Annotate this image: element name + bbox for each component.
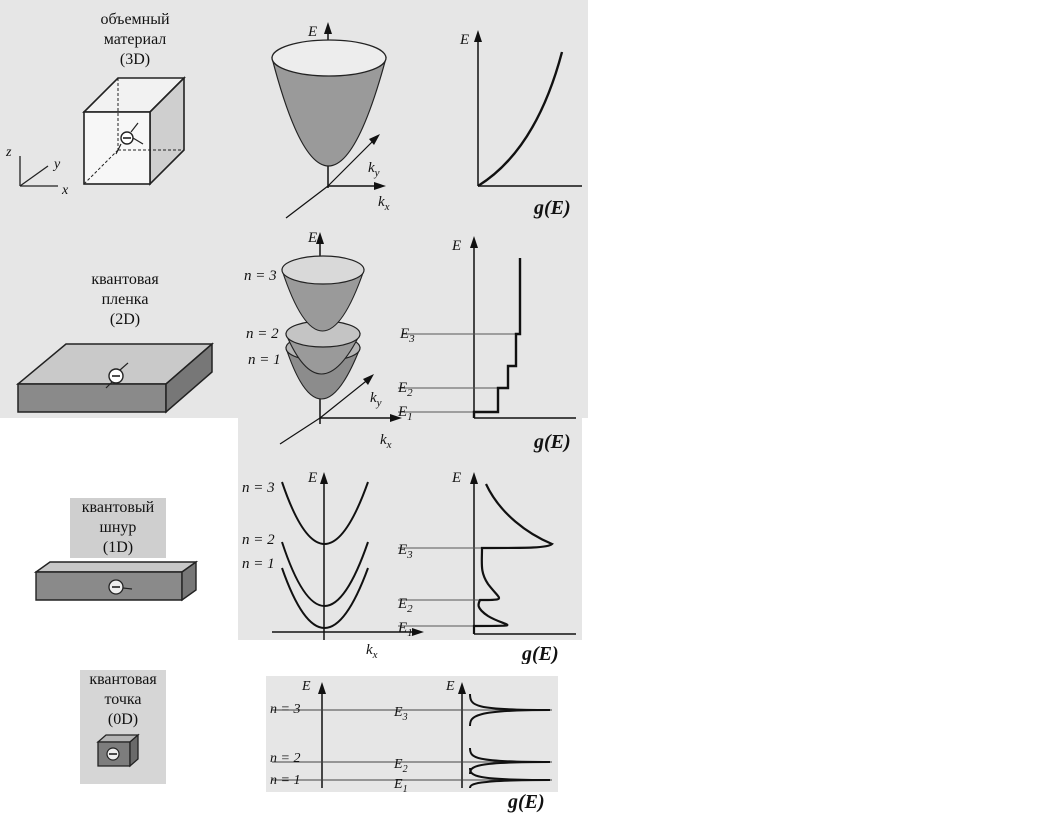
wire-level-n3: n = 3 bbox=[242, 480, 275, 496]
bulk-axis-kx-sub: x bbox=[384, 201, 390, 213]
wire-label-line1: квантовый bbox=[70, 498, 166, 518]
dot-level-n2: n = 2 bbox=[270, 751, 300, 766]
film-axis-kx-sub: x bbox=[386, 439, 392, 450]
bulk-label-line1: объемный bbox=[100, 11, 170, 28]
dot-label-line1: квантовая bbox=[89, 671, 157, 688]
axis-label-z: z bbox=[5, 145, 12, 160]
film-dos-label: g(E) bbox=[533, 431, 571, 453]
film-level-E3-sub: 3 bbox=[408, 333, 415, 345]
wire-level-E2: E bbox=[397, 596, 407, 612]
film-label-line1: квантовая bbox=[91, 271, 159, 288]
svg-text:E2: E2 bbox=[397, 380, 413, 399]
film-slab-illustration bbox=[15, 342, 215, 414]
wire-axis-kx-sub: x bbox=[372, 649, 378, 660]
wire-label: квантовый шнур (1D) bbox=[70, 498, 166, 558]
film-axis-kx: k bbox=[380, 432, 387, 448]
wire-label-dim: (1D) bbox=[70, 538, 166, 558]
film-label-dim: (2D) bbox=[109, 311, 141, 328]
svg-text:ky: ky bbox=[370, 390, 382, 409]
dot-axis-E: E bbox=[301, 679, 311, 694]
film-level-E2: E bbox=[397, 380, 407, 396]
wire-dos-axis-E: E bbox=[451, 470, 461, 486]
film-level-E2-sub: 2 bbox=[407, 387, 413, 399]
dot-level-n3: n = 3 bbox=[270, 702, 300, 717]
bulk-cube-illustration: z y x bbox=[5, 76, 186, 198]
dot-level-E2: E bbox=[393, 757, 403, 772]
film-electron-icon bbox=[105, 362, 129, 389]
bulk-label-line2: материал bbox=[103, 31, 167, 48]
wire-label-line2: шнур bbox=[70, 518, 166, 538]
film-axis-E: E bbox=[307, 230, 317, 246]
wire-level-n1: n = 1 bbox=[242, 556, 275, 572]
bulk-dos-axis-E: E bbox=[459, 32, 469, 48]
film-level-n1: n = 1 bbox=[248, 352, 281, 368]
film-axis-ky: k bbox=[370, 390, 377, 406]
svg-text:E1: E1 bbox=[397, 404, 413, 423]
wire-axis-E: E bbox=[307, 470, 317, 486]
wire-level-E3: E bbox=[397, 542, 407, 558]
bulk-axis-ky: k bbox=[368, 160, 375, 176]
svg-text:E1: E1 bbox=[393, 777, 408, 795]
dot-label-dim: (0D) bbox=[107, 711, 139, 728]
film-dos-plot: E E3 E2 E1 g(E) bbox=[397, 236, 576, 453]
svg-text:kx: kx bbox=[380, 432, 392, 450]
film-level-E1-sub: 1 bbox=[407, 411, 413, 423]
film-dos-axis-E: E bbox=[451, 238, 461, 254]
wire-electron-icon bbox=[108, 579, 133, 595]
dot-electron-icon bbox=[106, 747, 120, 761]
svg-text:E1: E1 bbox=[397, 620, 413, 639]
svg-text:kx: kx bbox=[366, 642, 378, 660]
dot-level-E3: E bbox=[393, 705, 403, 720]
bulk-axis-E: E bbox=[307, 24, 317, 40]
wire-level-E1: E bbox=[397, 620, 407, 636]
dot-label-line2: точка bbox=[104, 691, 142, 708]
svg-text:E2: E2 bbox=[393, 757, 408, 775]
film-level-n3: n = 3 bbox=[244, 268, 277, 284]
scan-background-bottom bbox=[266, 676, 558, 792]
dot-dos-label: g(E) bbox=[507, 791, 545, 813]
wire-bar-illustration bbox=[33, 560, 199, 602]
bulk-axis-kx: k bbox=[378, 194, 385, 210]
film-level-n2: n = 2 bbox=[246, 326, 279, 342]
svg-text:kx: kx bbox=[378, 194, 390, 213]
axis-label-y: y bbox=[52, 157, 61, 172]
film-dispersion-stacked-paraboloids: E n = 3 n = 2 n = 1 ky kx bbox=[244, 230, 402, 450]
wire-dos-label: g(E) bbox=[521, 643, 559, 664]
wire-level-n2: n = 2 bbox=[242, 532, 275, 548]
wire-axis-kx: k bbox=[366, 642, 373, 658]
wire-dispersion-parabolas: E n = 3 n = 2 n = 1 kx bbox=[242, 470, 424, 660]
svg-text:E2: E2 bbox=[397, 596, 413, 615]
wire-level-E2-sub: 2 bbox=[407, 603, 413, 615]
bulk-electron-icon bbox=[115, 122, 144, 155]
film-label-line2: пленка bbox=[101, 291, 149, 308]
svg-text:E3: E3 bbox=[397, 542, 413, 561]
dot-level-n1: n = 1 bbox=[270, 773, 300, 788]
svg-text:E3: E3 bbox=[393, 705, 408, 723]
wire-level-E1-sub: 1 bbox=[407, 627, 413, 639]
dot-level-E1: E bbox=[393, 777, 403, 792]
bulk-label: объемный материал (3D) bbox=[80, 10, 190, 70]
bulk-dos-label: g(E) bbox=[533, 197, 571, 219]
dot-level-E1-sub: 1 bbox=[403, 784, 408, 795]
bulk-axis-ky-sub: y bbox=[374, 167, 380, 179]
film-label: квантовая пленка (2D) bbox=[70, 270, 180, 330]
svg-text:ky: ky bbox=[368, 160, 380, 179]
dot-box-illustration bbox=[96, 733, 140, 768]
film-level-E3: E bbox=[399, 326, 409, 342]
axis-label-x: x bbox=[61, 183, 69, 198]
bulk-dos-plot: E g(E) bbox=[459, 30, 582, 219]
film-level-E1: E bbox=[397, 404, 407, 420]
bulk-label-dim: (3D) bbox=[119, 51, 151, 68]
dot-dos-plot: E E3 E2 E1 g(E) bbox=[390, 679, 552, 813]
film-axis-ky-sub: y bbox=[376, 397, 382, 409]
wire-level-E3-sub: 3 bbox=[406, 549, 413, 561]
dot-level-E3-sub: 3 bbox=[402, 712, 408, 723]
xyz-axes-icon bbox=[19, 156, 58, 187]
dot-dos-axis-E: E bbox=[445, 679, 455, 694]
dot-level-E2-sub: 2 bbox=[403, 764, 408, 775]
wire-dos-plot: E E3 E2 E1 g(E) bbox=[397, 470, 576, 664]
bulk-dispersion-paraboloid: E ky kx bbox=[271, 22, 390, 219]
svg-text:E3: E3 bbox=[399, 326, 415, 345]
